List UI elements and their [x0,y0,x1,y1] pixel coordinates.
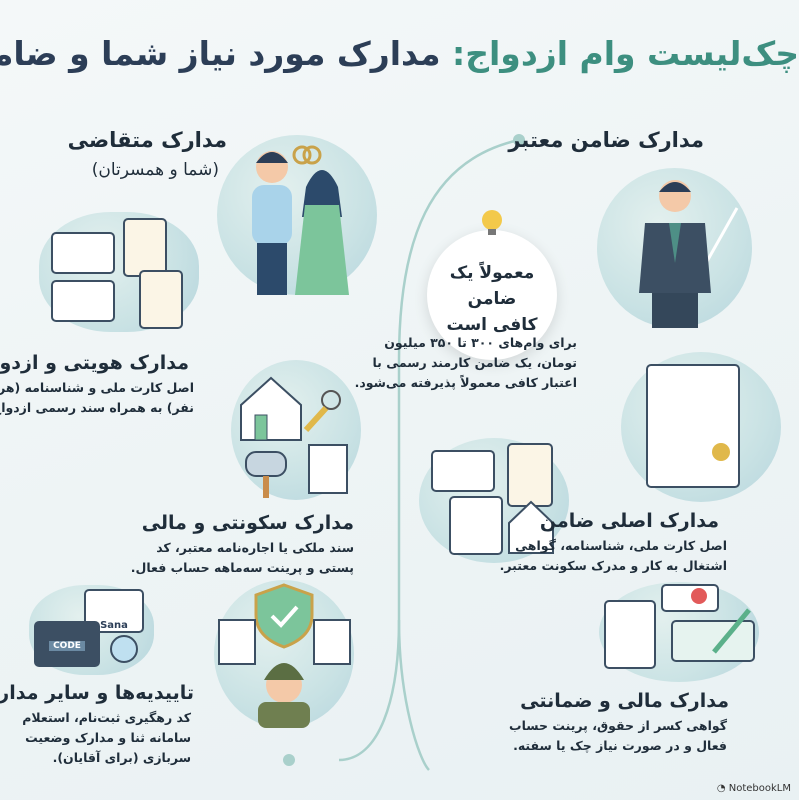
section-title-identity: مدارک هویتی و ازدواج [0,352,190,374]
desc-line: سند ملکی یا اجاره‌نامه معتبر، کد [157,540,355,555]
desc-line: سامانه ثنا و مدارک وضعیت [26,730,192,745]
section-desc-main-guarantor: اصل کارت ملی، شناسنامه، گواهی اشتغال به … [501,536,728,576]
desc-line: اعتبار کافی معمولاً پذیرفته می‌شود. [355,375,578,390]
desc-line: گواهی کسر از حقوق، پرینت حساب [510,718,728,733]
desc-line: اصل کارت ملی و شناسنامه (هر دو [0,380,195,395]
section-title-main-guarantor: مدارک اصلی ضامن [540,510,720,532]
section-desc-financial-guarantee: گواهی کسر از حقوق، پرینت حساب فعال و در … [510,716,728,756]
lightbulb-icon [483,210,503,235]
section-title-financial-guarantee: مدارک مالی و ضمانتی [521,690,730,712]
guarantor-tip-desc: برای وام‌های ۳۰۰ تا ۳۵۰ میلیون تومان، یک… [356,333,578,393]
desc-line: کد رهگیری ثبت‌نام، استعلام [23,710,192,725]
tip-line1: معمولاً یک ضامن [450,263,536,309]
desc-line: پستی و پرینت سه‌ماهه حساب فعال. [131,560,355,575]
desc-line: برای وام‌های ۳۰۰ تا ۳۵۰ میلیون [385,335,578,350]
couple-illustration [218,135,378,295]
tip-line2: کافی است [447,315,539,335]
section-title-residence: مدارک سکونتی و مالی [142,512,355,534]
section-desc-confirmations: کد رهگیری ثبت‌نام، استعلام سامانه ثنا و … [23,708,192,768]
desc-line: اشتغال به کار و مدرک سکونت معتبر. [500,558,728,573]
page-title: چک‌لیست وام ازدواج: مدارک مورد نیاز شما … [0,34,800,73]
title-part1: چک‌لیست وام ازدواج: [453,34,800,73]
code-label: CODE [50,641,86,651]
section-desc-identity: اصل کارت ملی و شناسنامه (هر دو نفر) به ه… [0,378,195,418]
desc-line: فعال و در صورت نیاز چک یا سفته. [514,738,728,753]
id-documents-illustration [40,212,200,332]
guarantor-illustration [598,168,753,328]
confirmations-illustration [215,580,355,728]
desc-line: نفر) به همراه سند رسمی ازدواج. [0,400,195,415]
online-verification-illustration: Sana CODE [30,585,155,675]
residence-illustration [232,360,362,500]
one-guarantor-tip: معمولاً یک ضامن کافی است [428,210,558,360]
applicant-subheading: (شما و همسرتان) [92,160,220,180]
notebooklm-logo-icon: ◔ [717,783,727,794]
desc-line: اصل کارت ملی، شناسنامه، گواهی [516,538,728,553]
financial-guarantee-illustration [600,582,760,682]
applicant-heading: مدارک متقاضی [68,128,228,152]
notebooklm-watermark: ◔ NotebookLM [718,783,792,794]
sana-label: Sana [101,620,129,631]
desc-line: تومان، یک ضامن کارمند رسمی با [373,355,578,370]
title-part2: مدارک مورد نیاز شما و ضامن [0,34,442,73]
guarantor-documents-illustration [420,438,570,563]
desc-line: سربازی (برای آقایان). [53,750,192,765]
guarantor-heading: مدارک ضامن معتبر [509,128,705,152]
employment-certificate-illustration [622,352,782,502]
brand-label: NotebookLM [729,783,792,794]
section-desc-residence: سند ملکی یا اجاره‌نامه معتبر، کد پستی و … [132,538,355,578]
section-title-confirmations: تاییدیه‌ها و سایر مدارک [0,682,195,704]
